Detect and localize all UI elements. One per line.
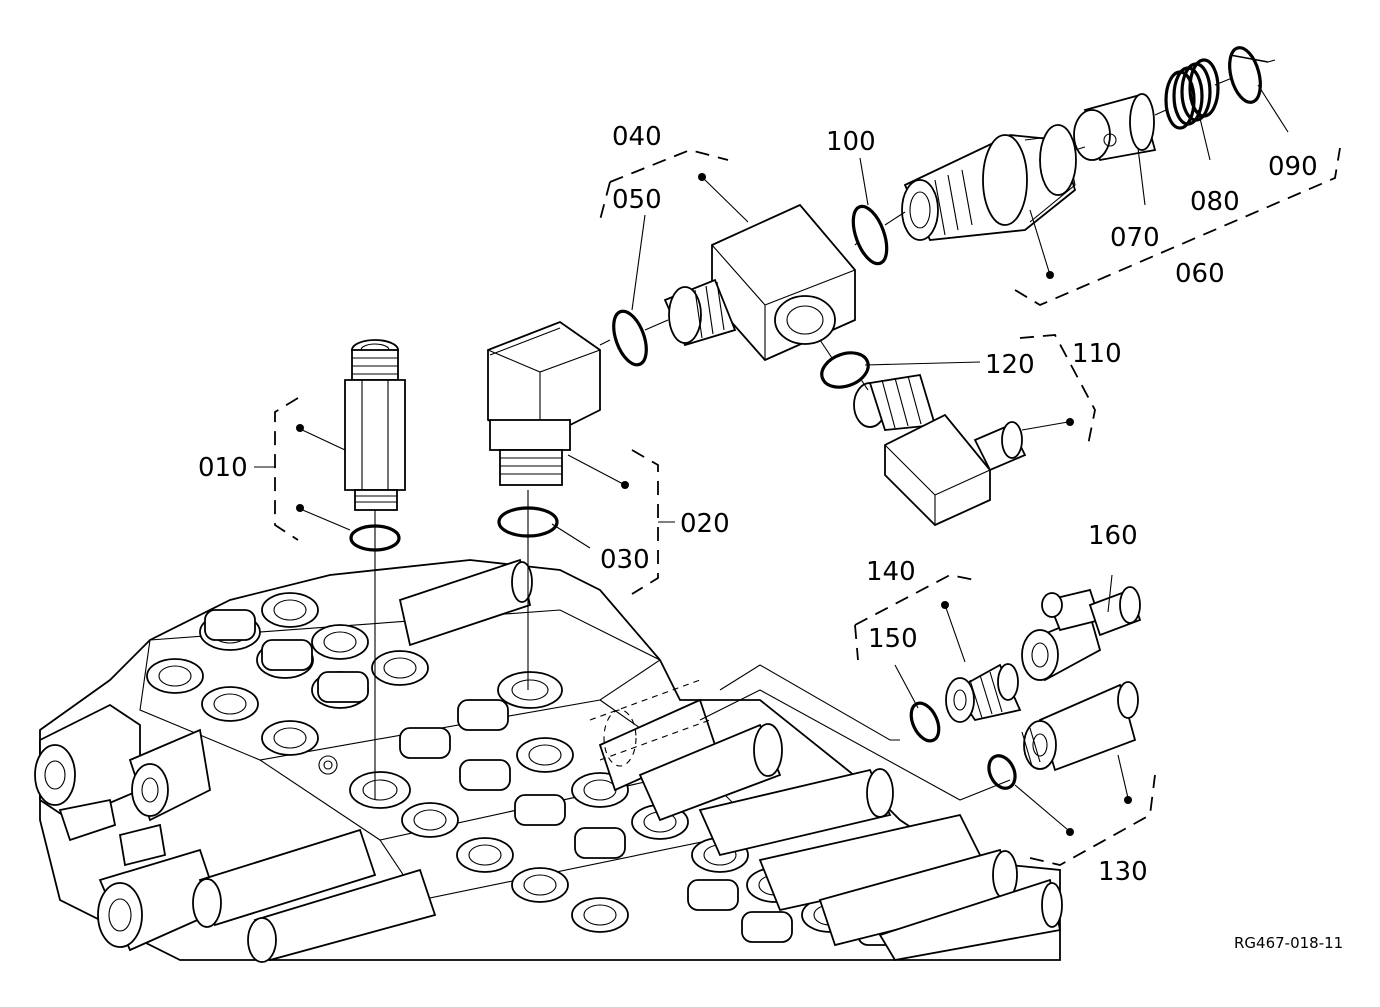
label-060: 060 <box>1175 259 1225 289</box>
part-labels: 010 020 030 040 050 060 070 080 090 100 … <box>198 122 1343 952</box>
label-140: 140 <box>866 557 916 587</box>
control-valve-body <box>34 558 1063 963</box>
label-050: 050 <box>612 185 662 215</box>
label-030: 030 <box>600 545 650 575</box>
part-090-snap-ring <box>1228 46 1269 104</box>
part-010-adapter <box>344 339 406 511</box>
part-130-adapter <box>1021 681 1139 772</box>
part-110-elbow <box>853 373 1027 527</box>
label-040: 040 <box>612 122 662 152</box>
label-130: 130 <box>1098 857 1148 887</box>
part-020-elbow <box>487 320 601 486</box>
leader-lines <box>254 84 1289 836</box>
part-130-o-ring <box>987 754 1017 790</box>
part-150-o-ring <box>909 701 941 743</box>
label-090: 090 <box>1268 152 1318 182</box>
label-150: 150 <box>868 624 918 654</box>
part-080-spring <box>1164 58 1220 130</box>
group-brackets <box>274 147 1341 866</box>
part-040-block <box>663 203 856 362</box>
part-160-tee <box>1021 586 1142 682</box>
reference-code: RG467-018-11 <box>1234 934 1343 952</box>
label-080: 080 <box>1190 187 1240 217</box>
part-140-fitting <box>945 663 1022 723</box>
part-050-o-ring <box>612 309 648 367</box>
label-100: 100 <box>826 127 876 157</box>
label-070: 070 <box>1110 223 1160 253</box>
part-070-poppet <box>1073 93 1157 162</box>
label-120: 120 <box>985 350 1035 380</box>
label-010: 010 <box>198 453 248 483</box>
assembly-axis-lines <box>374 59 1276 800</box>
part-120-o-ring <box>820 351 870 389</box>
label-020: 020 <box>680 509 730 539</box>
label-110: 110 <box>1072 339 1122 369</box>
part-060-cartridge <box>901 124 1077 241</box>
label-160: 160 <box>1088 521 1138 551</box>
part-100-o-ring <box>851 204 889 266</box>
